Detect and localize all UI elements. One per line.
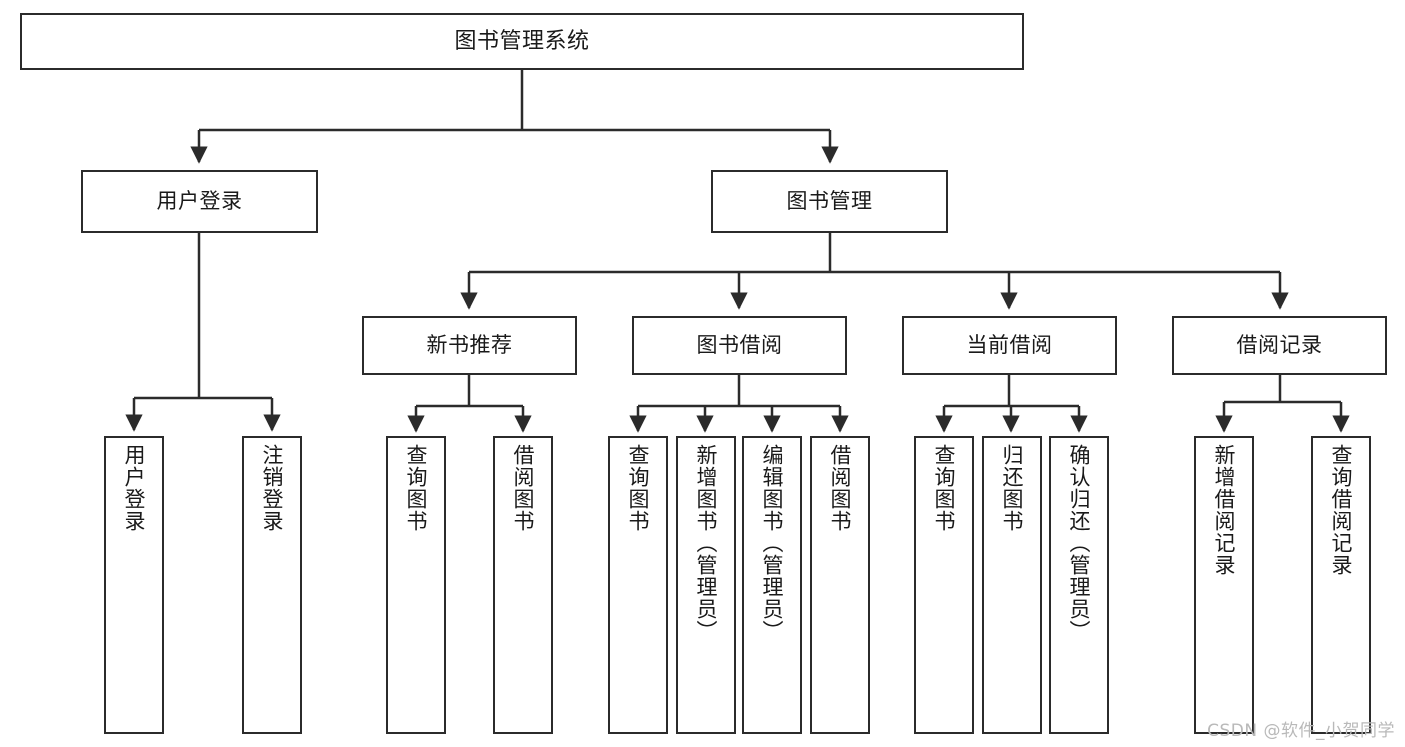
node-label: 新增借阅记录 xyxy=(1212,444,1237,576)
leaf-recommend-query-book[interactable]: 查询图书 xyxy=(386,436,446,734)
leaf-current-return-book[interactable]: 归还图书 xyxy=(982,436,1042,734)
node-label: 新书推荐 xyxy=(426,333,513,358)
node-label: 图书借阅 xyxy=(696,333,783,358)
node-label: 归还图书 xyxy=(1000,444,1025,532)
leaf-record-add-record[interactable]: 新增借阅记录 xyxy=(1194,436,1254,734)
node-new-book-recommend[interactable]: 新书推荐 xyxy=(362,316,577,375)
leaf-user-login-signin[interactable]: 用户登录 xyxy=(104,436,164,734)
node-borrow-record[interactable]: 借阅记录 xyxy=(1172,316,1387,375)
node-label: 查询图书 xyxy=(626,444,651,532)
node-label: 用户登录 xyxy=(122,444,147,532)
node-label: 图书管理 xyxy=(786,189,873,214)
node-label: 借阅图书 xyxy=(511,444,536,532)
leaf-borrow-add-book-admin[interactable]: 新增图书（管理员） xyxy=(676,436,736,734)
node-label: 当前借阅 xyxy=(966,333,1053,358)
leaf-borrow-query-book[interactable]: 查询图书 xyxy=(608,436,668,734)
watermark-text: CSDN @软件_小贺同学 xyxy=(1207,721,1395,741)
node-root-system[interactable]: 图书管理系统 xyxy=(20,13,1024,70)
node-user-login[interactable]: 用户登录 xyxy=(81,170,318,233)
node-book-borrow[interactable]: 图书借阅 xyxy=(632,316,847,375)
node-label: 查询借阅记录 xyxy=(1329,444,1354,576)
leaf-current-confirm-return-admin[interactable]: 确认归还（管理员） xyxy=(1049,436,1109,734)
node-label: 图书管理系统 xyxy=(454,28,590,54)
node-label: 查询图书 xyxy=(932,444,957,532)
leaf-borrow-edit-book-admin[interactable]: 编辑图书（管理员） xyxy=(742,436,802,734)
leaf-recommend-borrow-book[interactable]: 借阅图书 xyxy=(493,436,553,734)
node-label: 编辑图书（管理员） xyxy=(760,444,785,642)
node-label: 新增图书（管理员） xyxy=(694,444,719,642)
node-current-borrow[interactable]: 当前借阅 xyxy=(902,316,1117,375)
leaf-user-login-signout[interactable]: 注销登录 xyxy=(242,436,302,734)
node-label: 注销登录 xyxy=(260,444,285,532)
node-book-management[interactable]: 图书管理 xyxy=(711,170,948,233)
node-label: 借阅记录 xyxy=(1236,333,1323,358)
node-label: 确认归还（管理员） xyxy=(1067,444,1092,642)
node-label: 用户登录 xyxy=(156,189,243,214)
leaf-borrow-borrow-book[interactable]: 借阅图书 xyxy=(810,436,870,734)
node-label: 借阅图书 xyxy=(828,444,853,532)
node-label: 查询图书 xyxy=(404,444,429,532)
leaf-record-query-record[interactable]: 查询借阅记录 xyxy=(1311,436,1371,734)
leaf-current-query-book[interactable]: 查询图书 xyxy=(914,436,974,734)
